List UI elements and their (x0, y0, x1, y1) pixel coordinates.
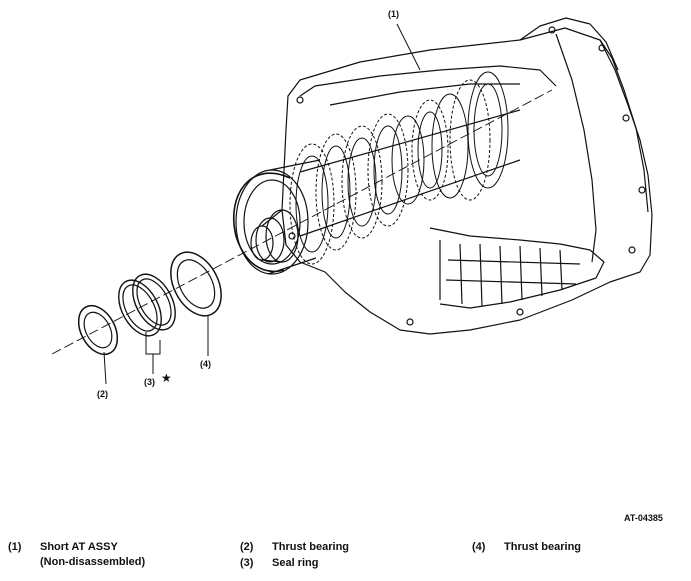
seal-rings-3 (118, 273, 176, 337)
callout-2: (2) (97, 389, 108, 399)
thrust-bearing-4 (170, 251, 222, 317)
callout-3: (3) (144, 377, 155, 387)
callout-4: (4) (200, 359, 211, 369)
center-axis-line (51, 89, 553, 355)
star-mark-icon: ★ (161, 371, 172, 385)
legend-number: (3) (240, 557, 254, 569)
legend-label: Thrust bearing (504, 541, 582, 553)
legend-label-continued: (Non-disassembled) (40, 556, 146, 568)
figure-code: AT-04385 (624, 513, 663, 523)
legend-number: (4) (472, 541, 486, 553)
legend-label: Thrust bearing (272, 541, 350, 553)
legend-number: (1) (8, 541, 22, 553)
short-at-assembly (232, 17, 653, 335)
callout-1: (1) (388, 9, 399, 19)
legend-label: Seal ring (272, 557, 319, 569)
leader-lines (103, 23, 421, 385)
legend-number: (2) (240, 541, 254, 553)
legend-label: Short AT ASSY (40, 541, 118, 553)
thrust-bearing-2 (77, 304, 119, 356)
exploded-view-diagram: (1) (2) (3) ★ (4) (51, 9, 653, 399)
